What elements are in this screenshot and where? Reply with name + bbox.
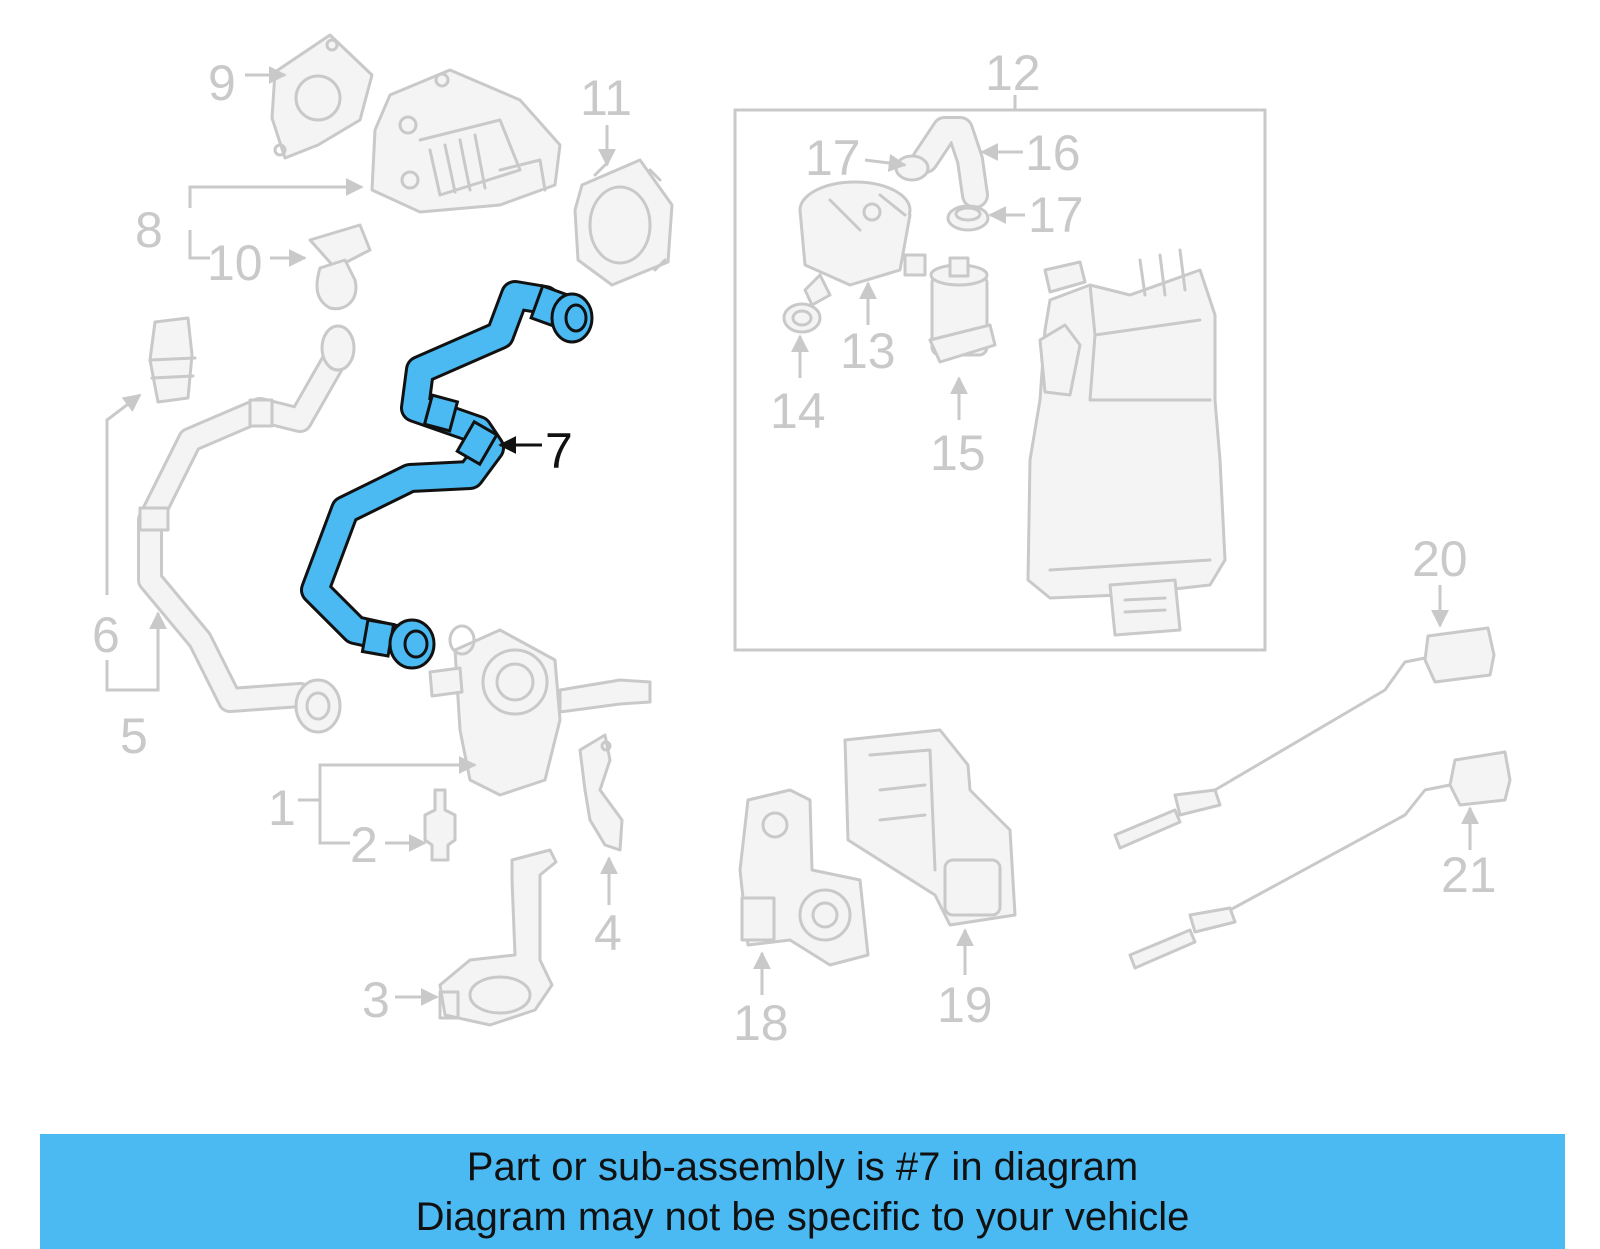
callout-19: 19 <box>937 977 993 1033</box>
part-18-module[interactable] <box>738 788 870 967</box>
part-19-module[interactable] <box>843 728 1017 927</box>
part-13-valve[interactable] <box>798 180 927 307</box>
callout-5: 5 <box>120 708 148 764</box>
callout-18: 18 <box>733 995 789 1051</box>
part-7-hose-highlighted[interactable] <box>300 280 594 670</box>
part-5-hose[interactable] <box>137 324 356 734</box>
part-4-bracket[interactable] <box>578 733 624 852</box>
callout-6: 6 <box>92 607 120 663</box>
callout-11: 11 <box>580 70 632 126</box>
banner-line-1: Part or sub-assembly is #7 in diagram <box>466 1145 1139 1189</box>
callout-numbers: 9 8 10 11 6 5 7 1 2 3 4 12 17 16 17 13 1… <box>92 45 1497 1051</box>
callout-4: 4 <box>594 905 622 961</box>
callout-14: 14 <box>770 383 826 439</box>
part-1-pump[interactable] <box>428 624 652 797</box>
part-20-oxygen-sensor[interactable] <box>1113 626 1496 850</box>
part-21-oxygen-sensor[interactable] <box>1128 750 1512 970</box>
part-6-connector[interactable] <box>148 316 197 404</box>
callout-13: 13 <box>840 323 896 379</box>
callout-2: 2 <box>350 817 378 873</box>
callout-9: 9 <box>208 55 236 111</box>
callout-17-top: 17 <box>805 130 861 186</box>
part-8-valve[interactable] <box>370 68 562 214</box>
assembly-12-frame <box>733 108 1267 652</box>
part-14-grommet[interactable] <box>782 302 822 334</box>
part-10-sensor[interactable] <box>308 223 372 311</box>
callout-21: 21 <box>1441 847 1497 903</box>
part-16-hose[interactable] <box>911 116 989 209</box>
callout-1: 1 <box>268 780 296 836</box>
callout-3: 3 <box>362 972 390 1028</box>
callout-7-highlighted: 7 <box>545 423 573 479</box>
part-9-gasket[interactable] <box>270 33 374 160</box>
info-banner: Part or sub-assembly is #7 in diagram Di… <box>40 1134 1565 1249</box>
part-15-filter[interactable] <box>928 256 997 364</box>
callout-20: 20 <box>1412 531 1468 587</box>
callout-16: 16 <box>1025 125 1081 181</box>
part-12-canister[interactable] <box>1026 248 1227 637</box>
leader-lines <box>105 66 1479 1006</box>
callout-8: 8 <box>135 202 163 258</box>
part-17-clamp-top[interactable] <box>894 154 930 182</box>
callout-10: 10 <box>207 235 263 291</box>
banner-line-2: Diagram may not be specific to your vehi… <box>415 1195 1190 1239</box>
part-2-pin[interactable] <box>423 788 457 862</box>
callout-15: 15 <box>930 425 986 481</box>
part-3-mount[interactable] <box>438 848 558 1027</box>
part-11-cover[interactable] <box>573 158 674 287</box>
callout-17-bottom: 17 <box>1028 187 1084 243</box>
callout-12: 12 <box>985 45 1041 101</box>
part-17-clamp-bottom[interactable] <box>946 204 990 232</box>
